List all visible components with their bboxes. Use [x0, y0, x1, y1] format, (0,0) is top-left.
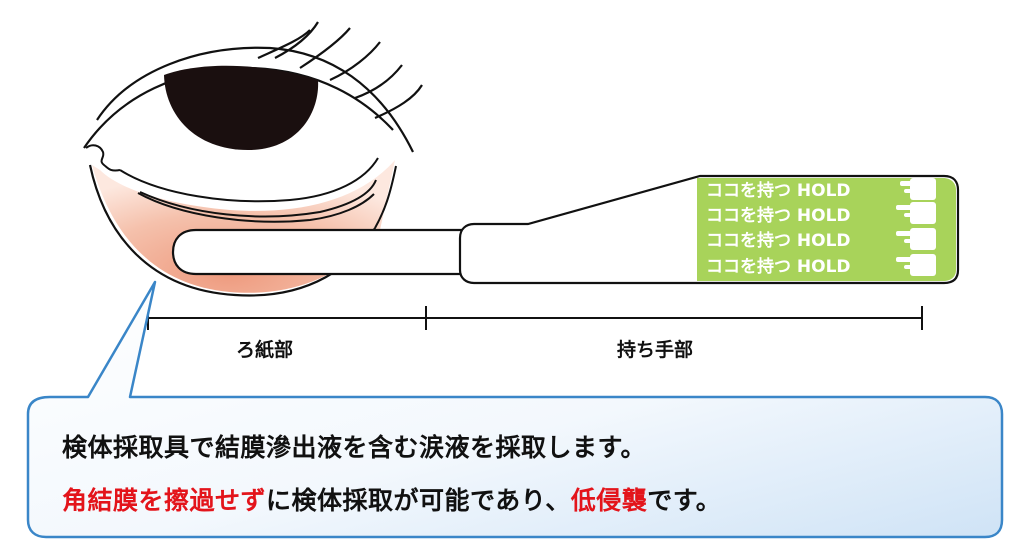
grip-label: ココを持つ HOLD — [706, 257, 851, 277]
callout-box — [26, 280, 1004, 539]
highlight-low-invasive: 低侵襲 — [570, 486, 648, 515]
sampling-device — [171, 174, 960, 285]
callout-line-1: 検体採取具で結膜滲出液を含む涙液を採取します。 — [62, 428, 646, 464]
eyelashes — [257, 21, 423, 120]
callout-line-2: 角結膜を擦過せずに検体採取が可能であり、低侵襲です。 — [62, 481, 721, 517]
pupil — [164, 65, 319, 150]
pointing-hand-icons — [896, 178, 936, 276]
grip-label: ココを持つ HOLD — [706, 231, 851, 251]
filter-part-label: ろ紙部 — [236, 339, 294, 361]
highlight-no-abrasion: 角結膜を擦過せず — [62, 486, 267, 515]
callout-line-1-text: 検体採取具で結膜滲出液を含む涙液を採取します。 — [62, 433, 647, 462]
filter-paper-strip — [171, 228, 464, 276]
handle-part-label: 持ち手部 — [617, 339, 694, 361]
grip-label: ココを持つ HOLD — [706, 181, 851, 201]
grip-area — [697, 178, 956, 281]
grip-label: ココを持つ HOLD — [706, 206, 851, 226]
callout-line-2-text-a: に検体採取が可能であり、 — [266, 486, 571, 515]
dimension-line — [147, 306, 923, 330]
callout-line-2-text-b: です。 — [647, 486, 722, 515]
